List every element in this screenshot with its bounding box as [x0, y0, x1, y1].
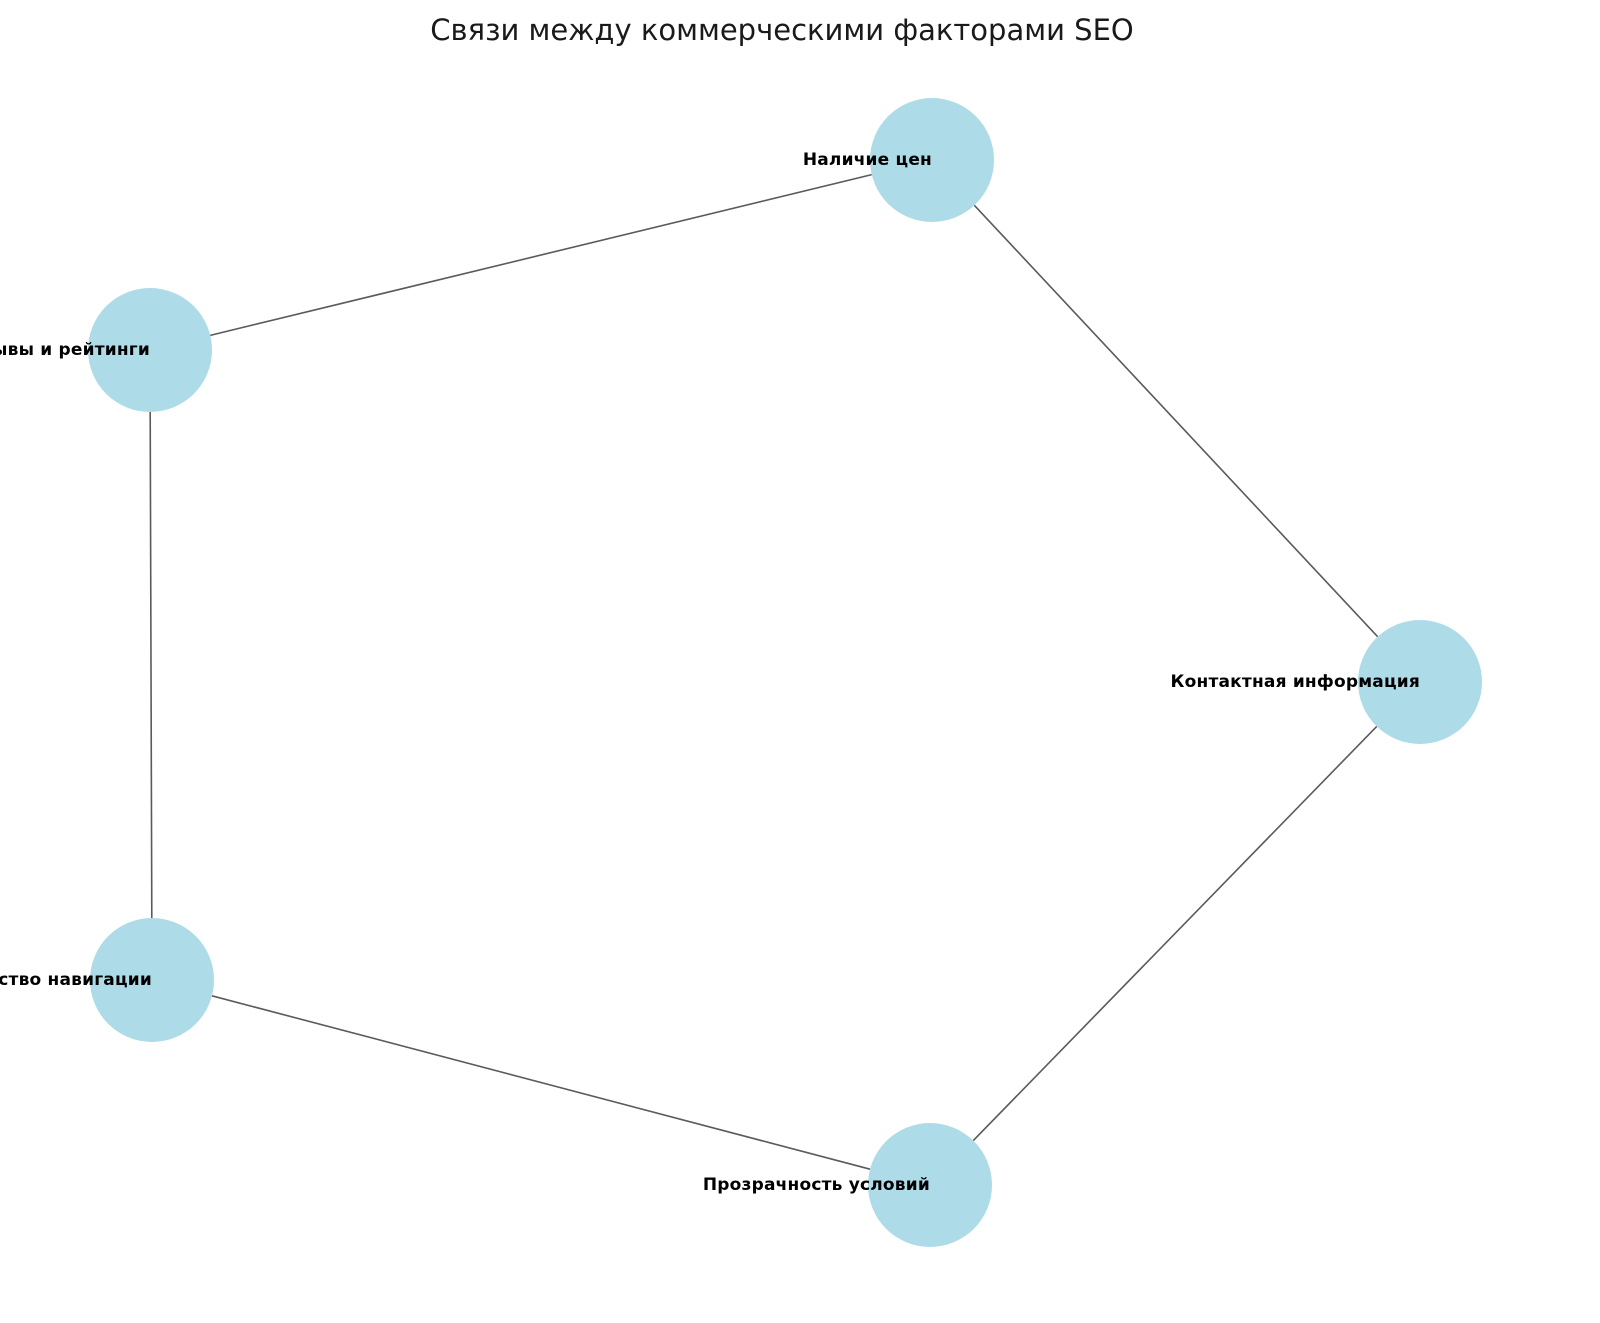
- page-title: Связи между коммерческими факторами SEO: [0, 0, 1600, 60]
- graph-edge: [149, 411, 153, 919]
- graph-node-terms[interactable]: [868, 1123, 992, 1247]
- graph-node-reviews[interactable]: [88, 288, 212, 412]
- edges-layer: [149, 173, 1379, 1170]
- graph-node-prices[interactable]: [870, 98, 994, 222]
- graph-edge: [972, 725, 1378, 1142]
- chart-title-text: Связи между коммерческими факторами SEO: [430, 13, 1134, 47]
- graph-edge: [211, 995, 871, 1170]
- nodes-layer: [88, 98, 1482, 1247]
- graph-node-contacts[interactable]: [1358, 620, 1482, 744]
- graph-edge: [973, 204, 1379, 638]
- graph-node-navigation[interactable]: [90, 918, 214, 1042]
- graph-edge: [210, 173, 872, 337]
